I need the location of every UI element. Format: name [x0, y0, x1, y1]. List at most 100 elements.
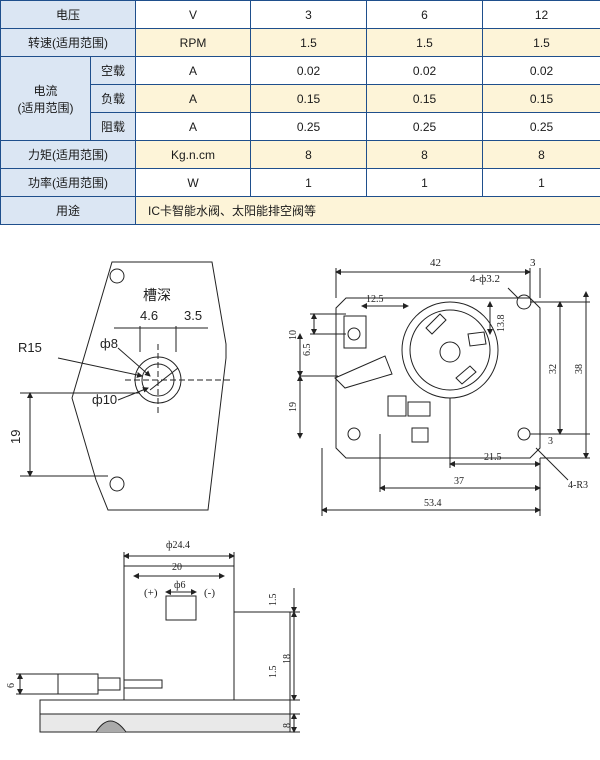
dim-10: 10: [288, 330, 299, 340]
motor-side-drawing: [16, 552, 300, 733]
dim-8: 8: [282, 723, 293, 728]
dim-19-right: 19: [288, 402, 299, 412]
terminal-2: [411, 427, 429, 443]
dim-4-6: 4.6: [140, 308, 158, 323]
polarity-minus: (-): [204, 587, 215, 599]
slot-upper: [425, 313, 447, 335]
dim-53-4: 53.4: [424, 498, 442, 509]
row-usage: 用途 IC卡智能水阀、太阳能排空阀等: [0, 196, 600, 225]
dim-3-5: 3.5: [184, 308, 202, 323]
motor-side-labels: ф24.4 20 ф6 (+) (-) 1.5 1.5 18 6 8: [6, 540, 293, 728]
torque-value-1: 8: [250, 140, 368, 169]
row-voltage: 电压 V 3 6 12: [0, 0, 600, 29]
current-value-3-1: 0.25: [250, 112, 368, 141]
current-value-3-3: 0.25: [482, 112, 600, 141]
current-unit-1: A: [135, 56, 252, 85]
dim-r15: R15: [18, 340, 42, 355]
base-plate: [39, 713, 291, 733]
row-speed: 转速(适用范围) RPM 1.5 1.5 1.5: [0, 28, 600, 57]
speed-value-3: 1.5: [482, 28, 600, 57]
current-label-line2: (适用范围): [17, 100, 74, 115]
motor-front-labels: 42 3 4-ф3.2 12.5 13.8 10 6.5 19 32 38 3 …: [288, 257, 588, 509]
dim-phi6: ф6: [174, 580, 185, 591]
gear-arc: [95, 720, 127, 733]
voltage-value-2: 6: [366, 0, 484, 29]
top-hole: [109, 268, 125, 284]
power-value-3: 1: [482, 168, 600, 197]
power-value-1: 1: [250, 168, 368, 197]
gear-inner: [409, 309, 491, 391]
dim-13-8: 13.8: [496, 315, 507, 333]
dim-20: 20: [172, 562, 182, 573]
dim-1-5-top: 1.5: [268, 594, 279, 607]
groove-label: 槽深: [143, 287, 171, 303]
usage-label: 用途: [0, 196, 137, 225]
dim-32: 32: [548, 364, 559, 374]
current-unit-2: A: [135, 84, 252, 113]
current-value-1-1: 0.02: [250, 56, 368, 85]
current-label: 电流 (适用范围): [0, 56, 91, 141]
current-unit-3: A: [135, 112, 252, 141]
dim-4-r3: 4-R3: [568, 480, 588, 491]
power-unit: W: [135, 168, 252, 197]
pin-1: [97, 677, 121, 691]
speed-unit: RPM: [135, 28, 252, 57]
current-sub-label-1: 空载: [89, 56, 137, 85]
current-value-2-3: 0.15: [482, 84, 600, 113]
current-value-2-2: 0.15: [366, 84, 484, 113]
current-value-3-2: 0.25: [366, 112, 484, 141]
technical-drawings: 槽深 4.6 3.5 ф8 R15 ф10 19: [6, 257, 590, 733]
spec-table: 电压 V 3 6 12 转速(适用范围) RPM 1.5 1.5 1.5 电流 …: [0, 0, 600, 225]
terminal-1: [407, 401, 431, 417]
motor-can: [123, 565, 235, 701]
dim-38: 38: [574, 364, 585, 374]
torque-value-2: 8: [366, 140, 484, 169]
current-value-1-2: 0.02: [366, 56, 484, 85]
row-current-load: 负载 A 0.15 0.15 0.15: [1, 84, 600, 113]
dim-6-side: 6: [6, 683, 17, 688]
dim-phi8: ф8: [100, 336, 118, 351]
power-label: 功率(适用范围): [0, 168, 137, 197]
current-sub-label-2: 负载: [89, 84, 137, 113]
gear-tab: [467, 331, 487, 347]
gearbox-plate: [39, 699, 291, 715]
torque-unit: Kg.n.cm: [135, 140, 252, 169]
dim-18: 18: [282, 654, 293, 664]
bottom-hole: [109, 476, 125, 492]
pin-2: [123, 679, 163, 689]
usage-value: IC卡智能水阀、太阳能排空阀等: [135, 196, 600, 225]
dim-phi10: ф10: [92, 392, 117, 407]
dim-37: 37: [454, 476, 464, 487]
power-value-2: 1: [366, 168, 484, 197]
mounting-plate-labels: 槽深 4.6 3.5 ф8 R15 ф10 19: [8, 287, 202, 444]
polarity-plus: (+): [144, 587, 158, 599]
speed-label: 转速(适用范围): [0, 28, 137, 57]
dim-42: 42: [430, 257, 441, 269]
plate-outline: [71, 261, 227, 511]
dim-6-5: 6.5: [302, 344, 313, 357]
dim-19: 19: [8, 430, 23, 444]
switch-body-1: [343, 315, 367, 349]
row-current-stall: 阻载 A 0.25 0.25 0.25: [1, 112, 600, 141]
dim-21-5: 21.5: [484, 452, 502, 463]
voltage-unit: V: [135, 0, 252, 29]
speed-value-2: 1.5: [366, 28, 484, 57]
motor-front-drawing: [297, 268, 590, 516]
current-label-line1: 电流: [33, 83, 58, 98]
voltage-label: 电压: [0, 0, 137, 29]
switch-side: [57, 673, 99, 695]
gear-hub: [439, 341, 461, 363]
shaft: [165, 595, 197, 621]
dim-3-top: 3: [530, 257, 536, 269]
current-value-2-1: 0.15: [250, 84, 368, 113]
mounting-plate-drawing: [20, 261, 230, 511]
speed-value-1: 1.5: [250, 28, 368, 57]
dim-12-5: 12.5: [366, 294, 384, 305]
torque-value-3: 8: [482, 140, 600, 169]
voltage-value-1: 3: [250, 0, 368, 29]
row-power: 功率(适用范围) W 1 1 1: [0, 168, 600, 197]
switch-lever: [334, 355, 393, 389]
motor-housing-outline: [335, 297, 541, 459]
dim-holes: 4-ф3.2: [470, 273, 500, 285]
voltage-value-3: 12: [482, 0, 600, 29]
